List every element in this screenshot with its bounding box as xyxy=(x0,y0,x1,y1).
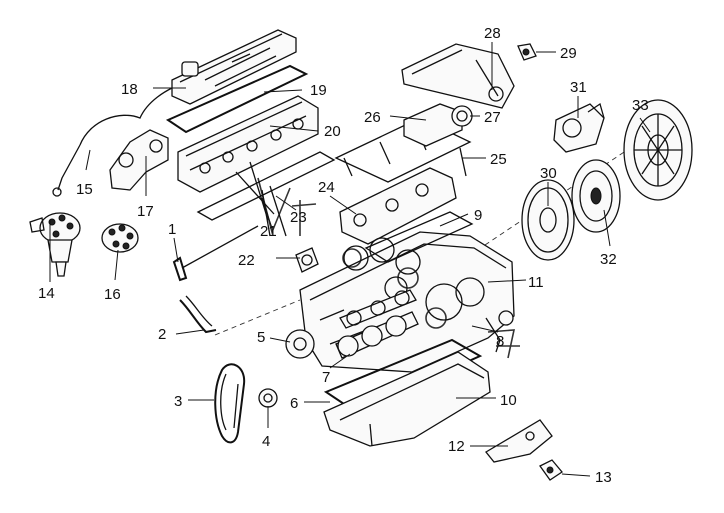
starter-motor xyxy=(553,102,605,153)
thermostat-housing xyxy=(295,247,319,273)
cylinder-head xyxy=(177,95,319,193)
rocker-cover-gasket xyxy=(165,64,309,134)
callout-23: 23 xyxy=(290,209,307,226)
flywheel xyxy=(521,179,575,261)
callout-12: 12 xyxy=(448,438,465,455)
callout-16: 16 xyxy=(104,286,121,303)
callout-31: 31 xyxy=(570,79,587,96)
callout-27: 27 xyxy=(484,109,501,126)
callout-26: 26 xyxy=(364,109,381,126)
callout-25: 25 xyxy=(490,151,507,168)
sensor xyxy=(517,43,537,61)
throttle-body xyxy=(451,105,473,127)
engine-mount xyxy=(485,419,553,463)
callout-32: 32 xyxy=(600,251,617,268)
crankshaft xyxy=(335,311,419,359)
block-gasket xyxy=(364,211,474,263)
timing-gear xyxy=(285,329,315,359)
callout-15: 15 xyxy=(76,181,93,198)
crank-sprocket xyxy=(258,388,278,408)
callout-7: 7 xyxy=(322,369,330,386)
callout-17: 17 xyxy=(137,203,154,220)
intake-manifold xyxy=(339,167,457,245)
plenum-base xyxy=(403,103,463,147)
oil-sump xyxy=(323,351,491,447)
distributor xyxy=(29,212,81,277)
callout-24: 24 xyxy=(318,179,335,196)
callout-labels: 18 19 20 15 17 14 16 1 2 3 4 5 6 7 8 9 1… xyxy=(38,25,649,486)
ignition-leads xyxy=(52,87,173,197)
callout-9: 9 xyxy=(474,207,482,224)
hose xyxy=(179,295,217,334)
callout-18: 18 xyxy=(121,81,138,98)
pressure-plate xyxy=(623,99,693,201)
callout-33: 33 xyxy=(632,97,649,114)
clutch-disc xyxy=(571,159,621,233)
front-axis-line xyxy=(214,299,301,336)
callout-14: 14 xyxy=(38,285,55,302)
rocker-cover xyxy=(171,29,297,105)
manifold-gasket xyxy=(334,117,472,183)
callout-2: 2 xyxy=(158,326,166,343)
callout-19: 19 xyxy=(310,82,327,99)
distributor-cap xyxy=(101,223,139,253)
callout-30: 30 xyxy=(540,165,557,182)
oil-pressure-sensor xyxy=(539,459,563,481)
callout-3: 3 xyxy=(174,393,182,410)
callout-5: 5 xyxy=(257,329,265,346)
callout-28: 28 xyxy=(484,25,501,42)
callout-20: 20 xyxy=(324,123,341,140)
exhaust-manifold xyxy=(109,129,169,191)
callout-22: 22 xyxy=(238,252,255,269)
callout-29: 29 xyxy=(560,45,577,62)
callout-11: 11 xyxy=(528,274,544,291)
callout-1: 1 xyxy=(168,221,176,238)
callout-6: 6 xyxy=(290,395,298,412)
callout-4: 4 xyxy=(262,433,270,450)
leader-lines xyxy=(49,42,651,477)
camshaft xyxy=(339,289,514,353)
callout-8: 8 xyxy=(496,333,504,350)
air-intake-plenum xyxy=(401,43,515,109)
callout-21: 21 xyxy=(260,223,277,240)
callout-10: 10 xyxy=(500,392,517,409)
callout-13: 13 xyxy=(595,469,612,486)
timing-chain xyxy=(214,363,246,444)
